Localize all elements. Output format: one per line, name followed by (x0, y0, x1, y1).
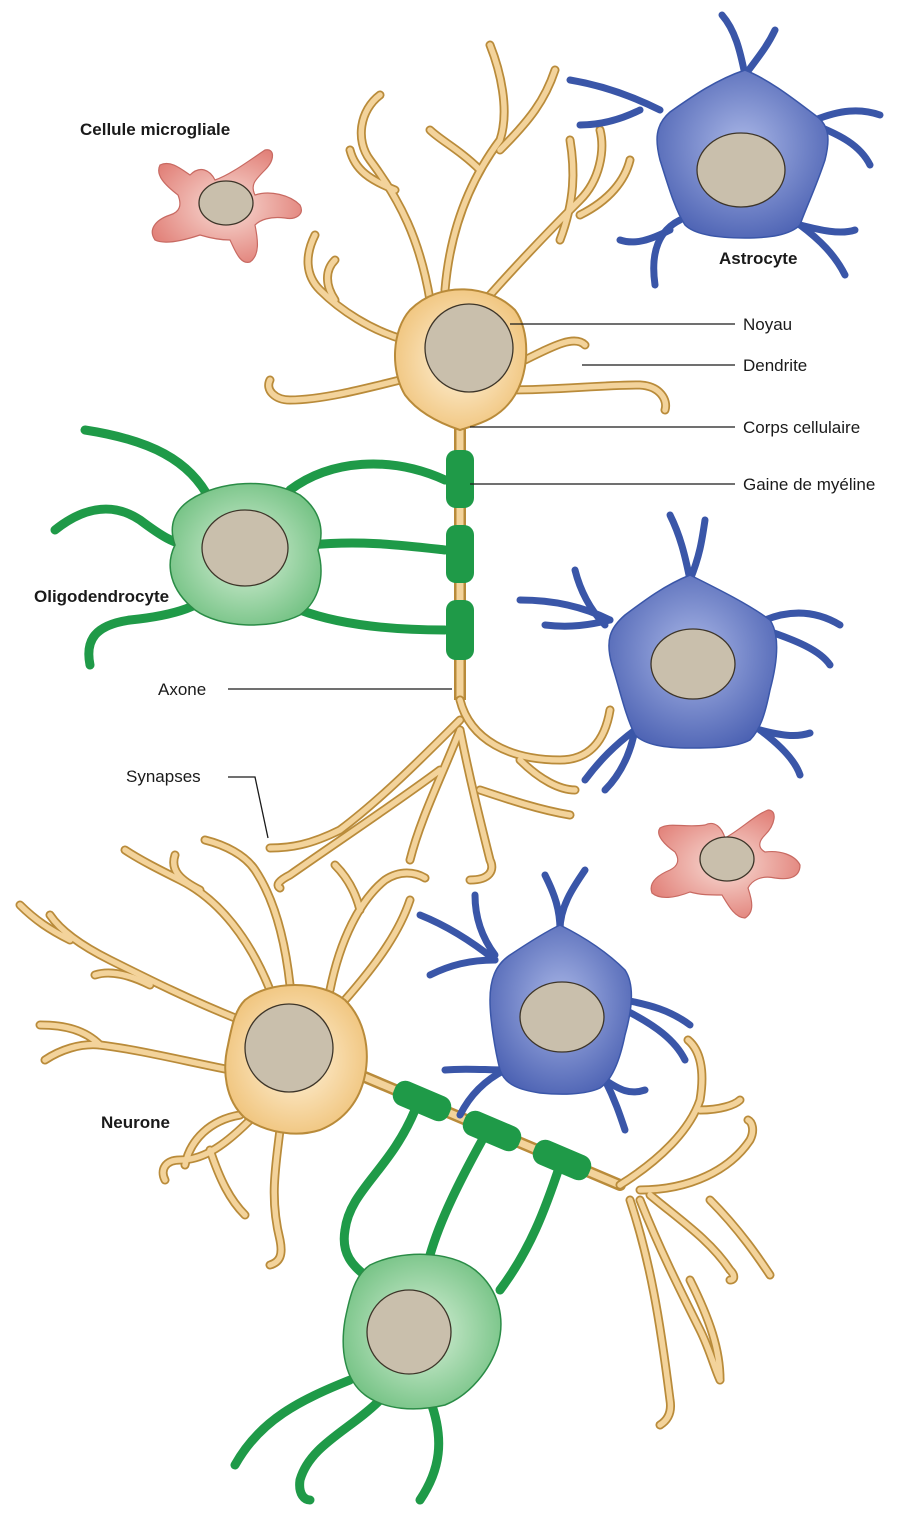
right-microglia-nucleus (700, 837, 754, 881)
bottom-oligo-nucleus (367, 1290, 451, 1374)
label-microglia: Cellule microgliale (80, 120, 230, 139)
top-microglia (152, 150, 301, 263)
bottom-axon-terminals (620, 1040, 770, 1425)
bottom-oligodendrocyte (235, 1110, 560, 1500)
label-cell-body: Corps cellulaire (743, 418, 860, 437)
label-synapses: Synapses (126, 767, 201, 786)
top-oligo-nucleus (202, 510, 288, 586)
top-astrocyte (570, 15, 880, 285)
top-neuron-nucleus (425, 304, 513, 392)
top-oligodendrocyte (55, 430, 445, 665)
middle-astrocyte (520, 515, 840, 790)
top-neuron (395, 289, 526, 430)
bottom-astrocyte-nucleus (520, 982, 604, 1052)
bottom-neuron (225, 985, 367, 1134)
top-microglia-nucleus (199, 181, 253, 225)
label-neuron: Neurone (101, 1113, 170, 1132)
middle-astrocyte-nucleus (651, 629, 735, 699)
top-astrocyte-nucleus (697, 133, 785, 207)
label-nucleus: Noyau (743, 315, 792, 334)
top-myelin-sheaths (446, 450, 474, 660)
bottom-astrocyte (420, 870, 690, 1130)
axon-terminals (270, 700, 610, 888)
bottom-neuron-nucleus (245, 1004, 333, 1092)
label-astrocyte: Astrocyte (719, 249, 797, 268)
label-axon: Axone (158, 680, 206, 699)
label-myelin-sheath: Gaine de myéline (743, 475, 875, 494)
label-oligodendrocyte: Oligodendrocyte (34, 587, 169, 606)
right-microglia (651, 810, 800, 918)
label-dendrite: Dendrite (743, 356, 807, 375)
